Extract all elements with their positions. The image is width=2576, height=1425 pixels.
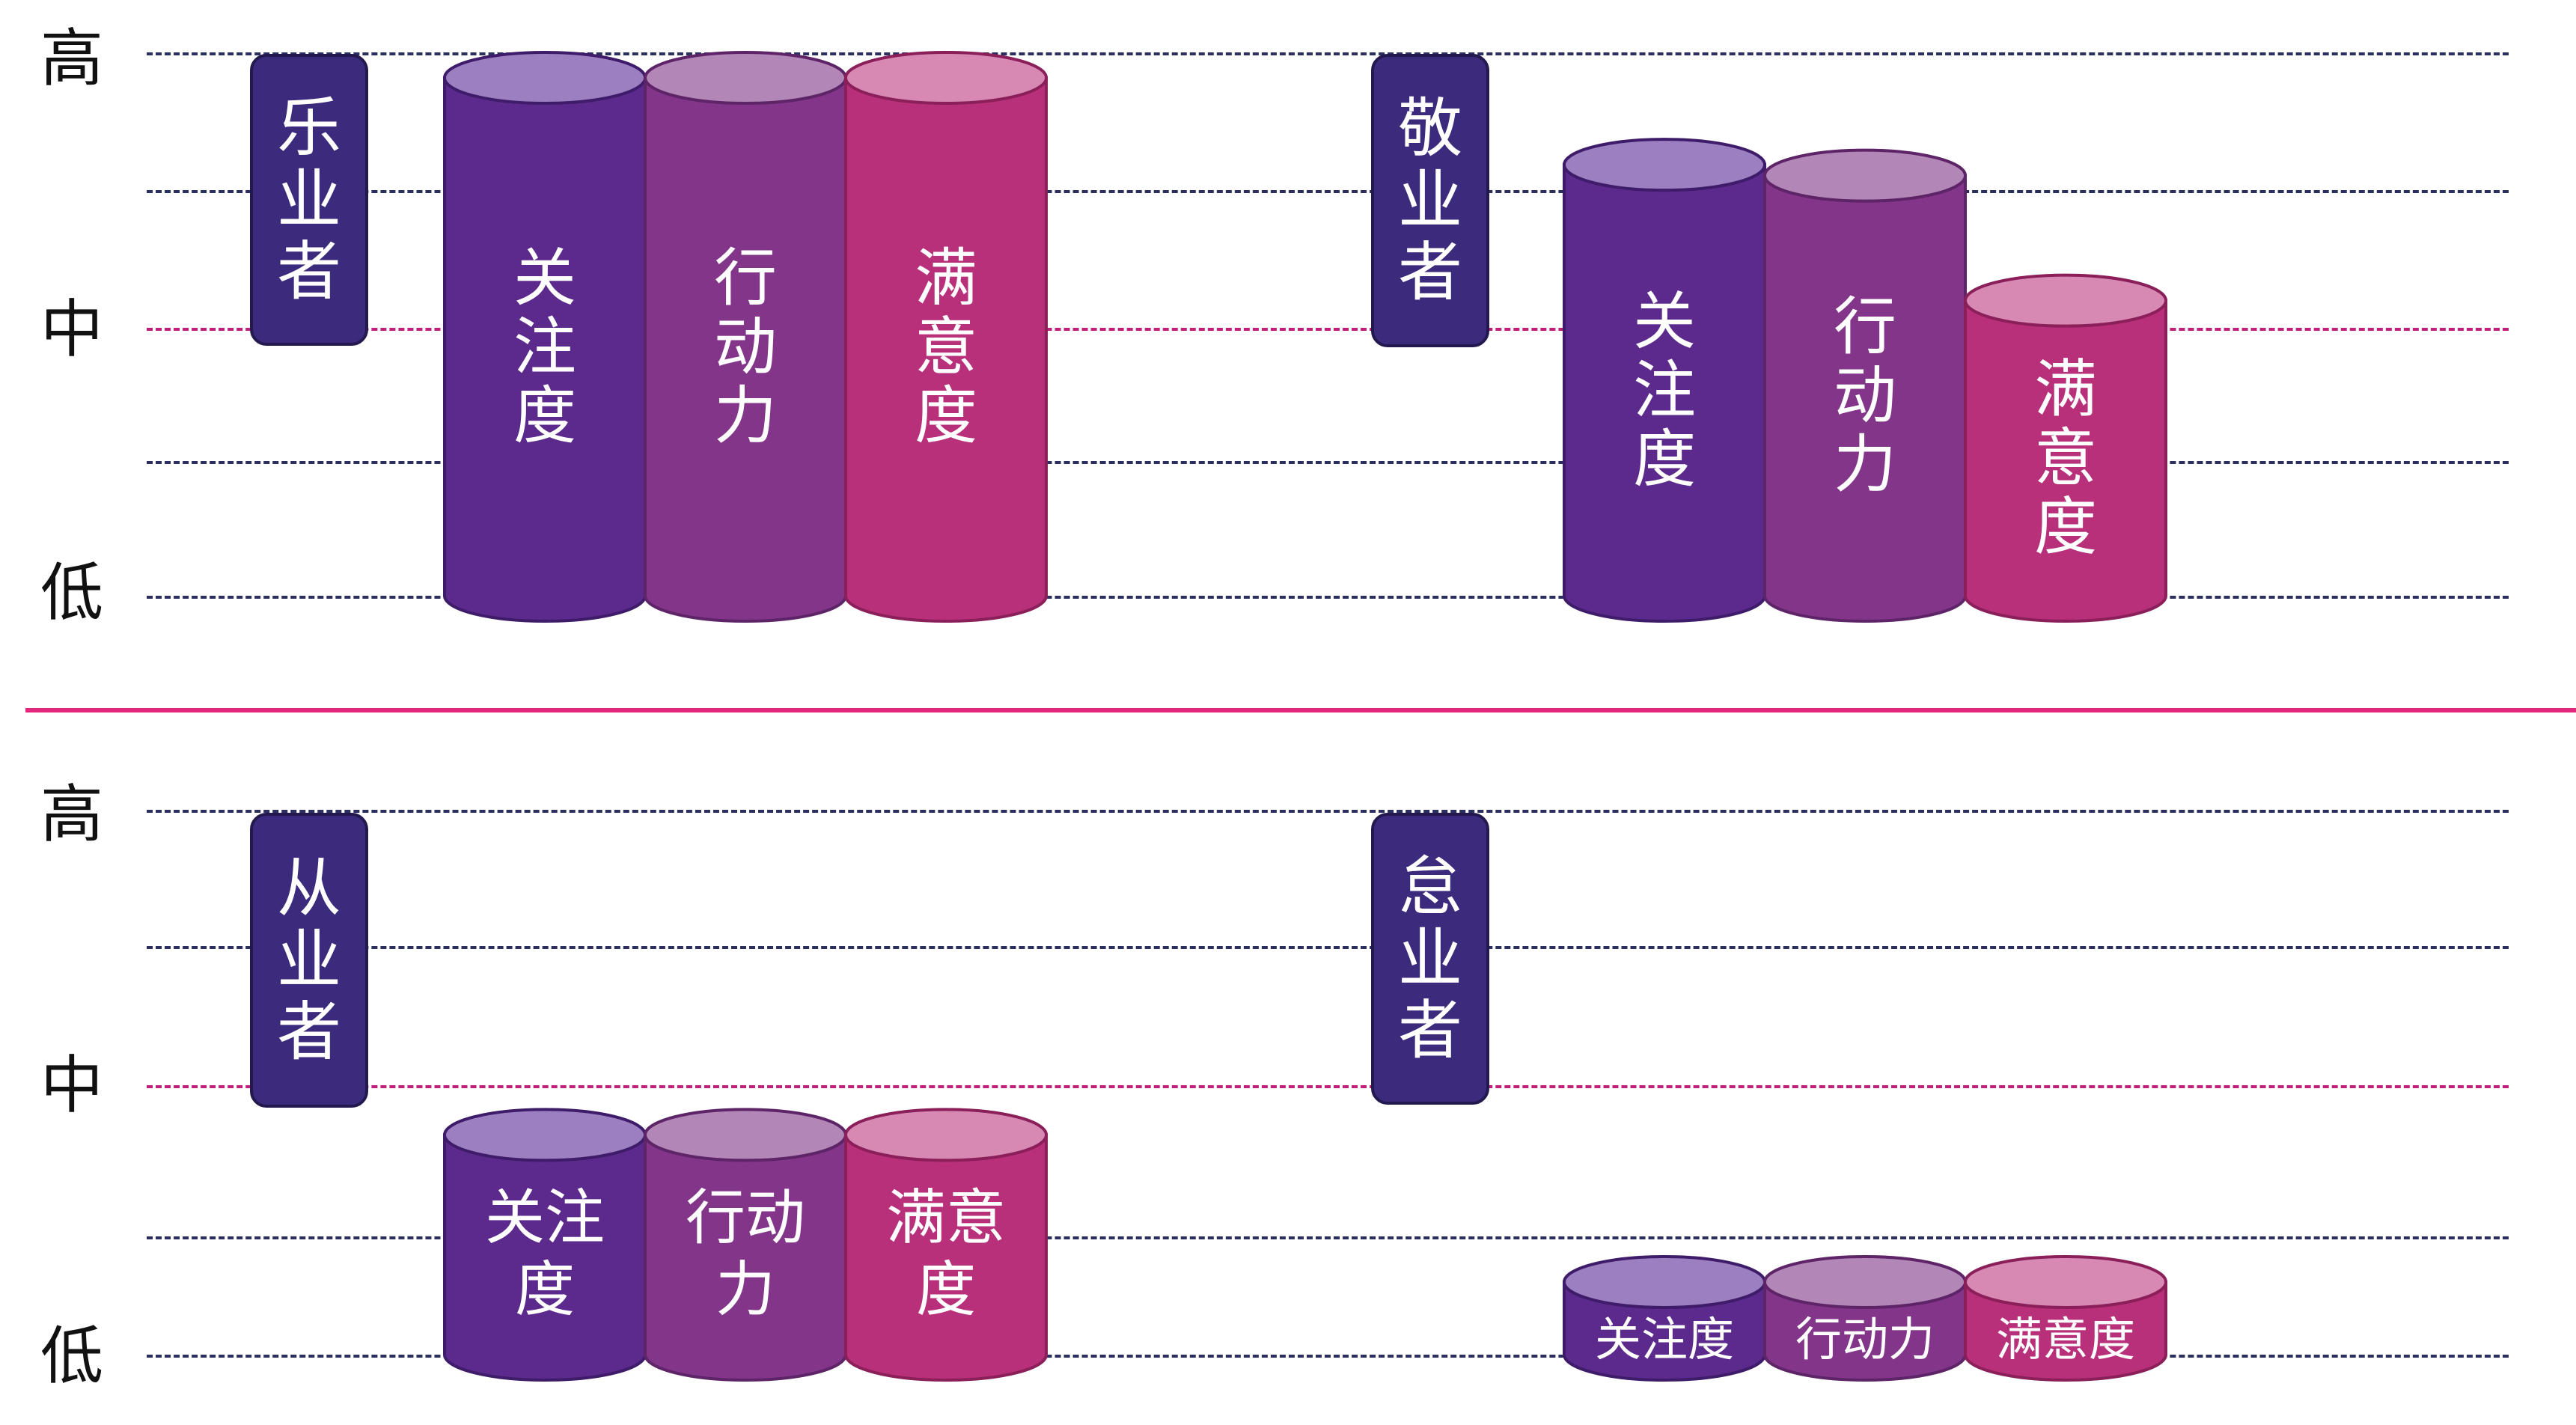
cylinder-bottom-right-satisfaction-cap xyxy=(1964,1254,2167,1309)
cylinder-bottom-left-satisfaction-cap xyxy=(844,1108,1048,1162)
cylinder-top-right-satisfaction-label: 满意度 xyxy=(2034,353,2097,564)
group-tag-top-left: 乐业者 xyxy=(250,54,368,346)
gridline-lower-top xyxy=(147,461,2509,464)
cylinder-top-left-satisfaction-label: 满意度 xyxy=(915,241,977,452)
gridline-upper-top xyxy=(147,190,2509,193)
gridline-lower-bottom xyxy=(147,1236,2509,1239)
cylinder-bottom-left-action-label: 行动力 xyxy=(686,1183,805,1325)
gridline-low-top xyxy=(147,596,2509,599)
cylinder-top-left-attention-cap xyxy=(443,51,647,105)
level-mid-label-top: 中 xyxy=(40,293,103,366)
group-label-top-left: 乐业者 xyxy=(277,91,341,309)
cylinder-top-right-attention-body xyxy=(1563,163,1766,623)
cylinder-top-right-action-body xyxy=(1763,174,1967,623)
cylinder-top-right-action-label: 行动力 xyxy=(1834,290,1896,501)
level-high-label-bottom: 高 xyxy=(40,778,103,851)
cylinder-bottom-right-action-body xyxy=(1763,1280,1967,1382)
cylinder-bottom-left-attention-cap xyxy=(443,1108,647,1162)
group-label-bottom-left: 从业者 xyxy=(277,851,341,1069)
gridline-high-top xyxy=(147,52,2509,55)
cylinder-bottom-left-satisfaction-body xyxy=(844,1133,1048,1382)
cylinder-bottom-right-attention-cap xyxy=(1563,1254,1766,1309)
cylinder-top-left-satisfaction-body xyxy=(844,76,1048,623)
cylinder-top-right-satisfaction-body xyxy=(1964,299,2167,623)
cylinder-top-left-attention-body xyxy=(443,76,647,623)
cylinder-bottom-right-action-cap xyxy=(1763,1254,1967,1309)
gridline-low-bottom xyxy=(147,1355,2509,1358)
cylinder-bottom-left-satisfaction-label: 满意度 xyxy=(886,1183,1006,1325)
group-tag-top-right: 敬业者 xyxy=(1371,54,1489,347)
cylinder-top-left-action-label: 行动力 xyxy=(714,241,777,452)
gridline-high-bottom xyxy=(147,810,2509,813)
cylinder-bottom-left-action-body xyxy=(644,1133,847,1382)
section-divider xyxy=(25,708,2576,712)
group-label-bottom-right: 怠业者 xyxy=(1398,849,1462,1068)
cylinder-top-right-action-cap xyxy=(1763,148,1967,203)
cylinder-top-right-satisfaction-cap xyxy=(1964,273,2167,328)
gridline-mid-top xyxy=(147,328,2509,331)
cylinder-bottom-left-attention-body xyxy=(443,1133,647,1382)
level-low-label-bottom: 低 xyxy=(40,1319,103,1393)
cylinder-bottom-left-attention-label: 关注度 xyxy=(485,1183,605,1325)
cylinder-top-left-action-body xyxy=(644,76,847,623)
cylinder-top-left-action-cap xyxy=(644,51,847,105)
gridline-mid-bottom xyxy=(147,1085,2509,1088)
group-tag-bottom-right: 怠业者 xyxy=(1371,813,1489,1105)
cylinder-top-right-attention-label: 关注度 xyxy=(1633,284,1696,495)
cylinder-bottom-right-satisfaction-label: 满意度 xyxy=(1996,1312,2135,1367)
cylinder-bottom-right-satisfaction-body xyxy=(1964,1280,2167,1382)
group-label-top-right: 敬业者 xyxy=(1398,91,1462,310)
cylinder-bottom-right-attention-label: 关注度 xyxy=(1595,1312,1734,1367)
gridline-upper-bottom xyxy=(147,946,2509,949)
cylinder-top-left-attention-label: 关注度 xyxy=(513,241,576,452)
level-mid-label-bottom: 中 xyxy=(40,1049,103,1122)
level-low-label-top: 低 xyxy=(40,556,103,629)
cylinder-top-left-satisfaction-cap xyxy=(844,51,1048,105)
cylinder-bottom-right-attention-body xyxy=(1563,1280,1766,1382)
group-tag-bottom-left: 从业者 xyxy=(250,813,368,1108)
cylinder-top-right-attention-cap xyxy=(1563,138,1766,192)
cylinder-bottom-left-action-cap xyxy=(644,1108,847,1162)
cylinder-bottom-right-action-label: 行动力 xyxy=(1795,1312,1935,1367)
level-high-label-top: 高 xyxy=(40,22,103,95)
